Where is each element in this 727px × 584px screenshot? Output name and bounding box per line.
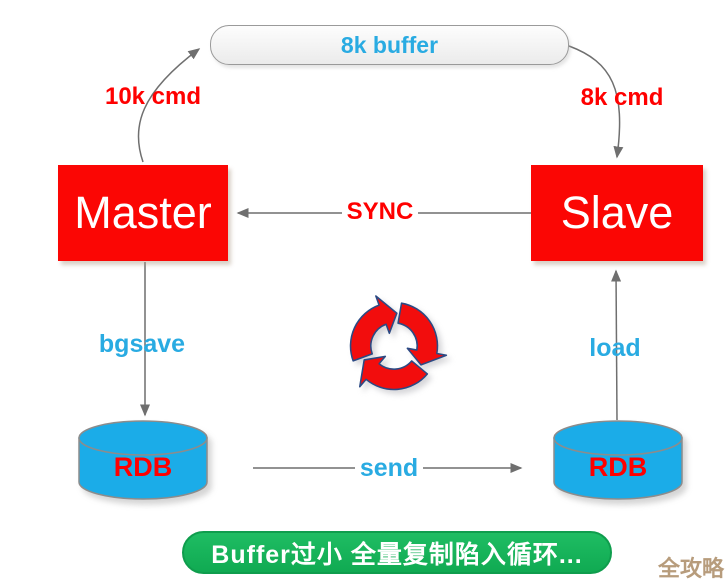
label-sync: SYNC [330, 198, 430, 226]
label-10k-cmd: 10k cmd [104, 83, 202, 110]
master-node-label: Master [74, 187, 212, 238]
edge-buffer-to-slave [568, 45, 624, 159]
database-cylinder-icon [553, 420, 683, 500]
rdb-right-label: RDB [588, 452, 648, 482]
cycle-arrows-icon [349, 295, 448, 391]
label-load: load [589, 334, 641, 362]
label-send: send [339, 454, 439, 483]
buffer-pill: 8k buffer [210, 25, 569, 65]
watermark-text: 全攻略 [658, 556, 725, 581]
label-8k-cmd: 8k cmd [580, 84, 664, 111]
rdb-left-label: RDB [113, 452, 173, 482]
slave-node: Slave [531, 165, 703, 261]
database-cylinder-icon [78, 420, 208, 500]
slave-node-label: Slave [560, 187, 674, 238]
caption-pill: Buffer过小 全量复制陷入循环... [182, 531, 612, 574]
master-node: Master [58, 165, 228, 261]
label-bgsave: bgsave [98, 330, 186, 358]
rdb-right-cylinder: RDB [551, 418, 685, 506]
buffer-pill-label: 8k buffer [340, 31, 439, 58]
edge-master-to-buffer [137, 48, 201, 163]
rdb-left-cylinder: RDB [76, 418, 210, 506]
edge-rdb-to-slave-load [611, 269, 622, 421]
caption-text: Buffer过小 全量复制陷入循环... [211, 540, 583, 569]
